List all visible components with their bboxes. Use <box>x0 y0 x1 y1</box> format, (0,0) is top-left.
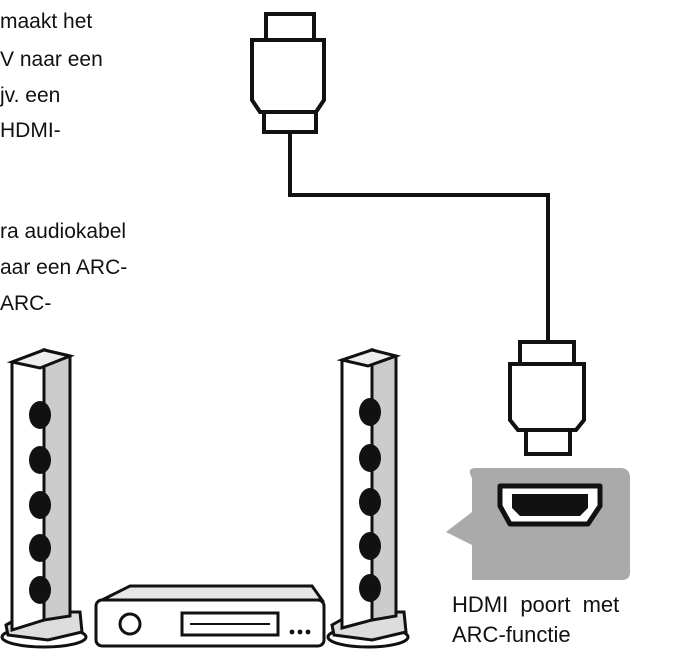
port-caption: HDMI poort met ARC-functie <box>452 590 619 650</box>
arc-text-line-3: ARC- <box>0 292 52 315</box>
port-caption-line-2: ARC-functie <box>452 622 571 647</box>
intro-text-line-4: HDMI- <box>0 119 61 142</box>
intro-text-line-2: V naar een <box>0 48 103 71</box>
arc-text-line-2: aar een ARC- <box>0 256 128 279</box>
hdmi-plug-bottom <box>508 340 586 456</box>
hdmi-port-icon <box>497 483 603 527</box>
left-speaker <box>0 347 88 649</box>
hdmi-arc-port-callout <box>446 468 630 580</box>
intro-text-line-3: jv. een <box>0 84 61 107</box>
right-speaker <box>326 347 410 649</box>
intro-text-line-1: maakt het <box>0 10 93 33</box>
hdmi-cable <box>288 132 550 342</box>
audio-receiver <box>94 584 326 648</box>
volume-knob-icon <box>118 612 142 636</box>
port-caption-line-1: HDMI poort met <box>452 592 620 617</box>
arc-text-line-1: ra audiokabel <box>0 220 127 243</box>
hdmi-plug-top <box>250 12 326 134</box>
